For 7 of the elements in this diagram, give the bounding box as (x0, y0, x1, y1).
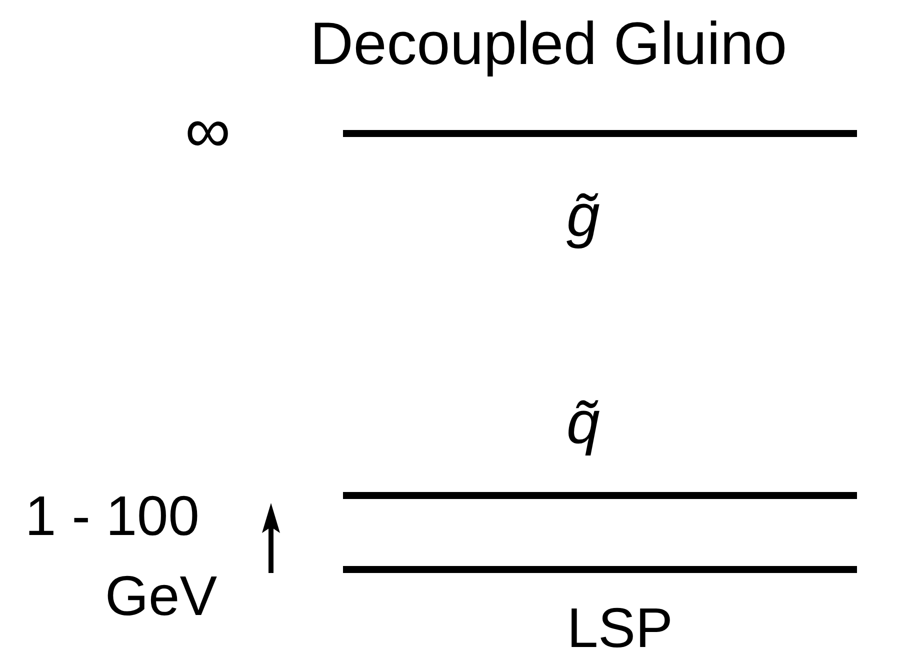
mass-gap-label: 1 - 100 (25, 488, 200, 544)
infinity-symbol: ∞ (185, 98, 231, 162)
particle-symbol: q̃ (566, 393, 600, 453)
unit-label: GeV (105, 568, 218, 624)
diagram-title: Decoupled Gluino (310, 14, 787, 74)
particle-symbol: g̃ (566, 186, 600, 246)
level-label: LSP (567, 600, 673, 656)
